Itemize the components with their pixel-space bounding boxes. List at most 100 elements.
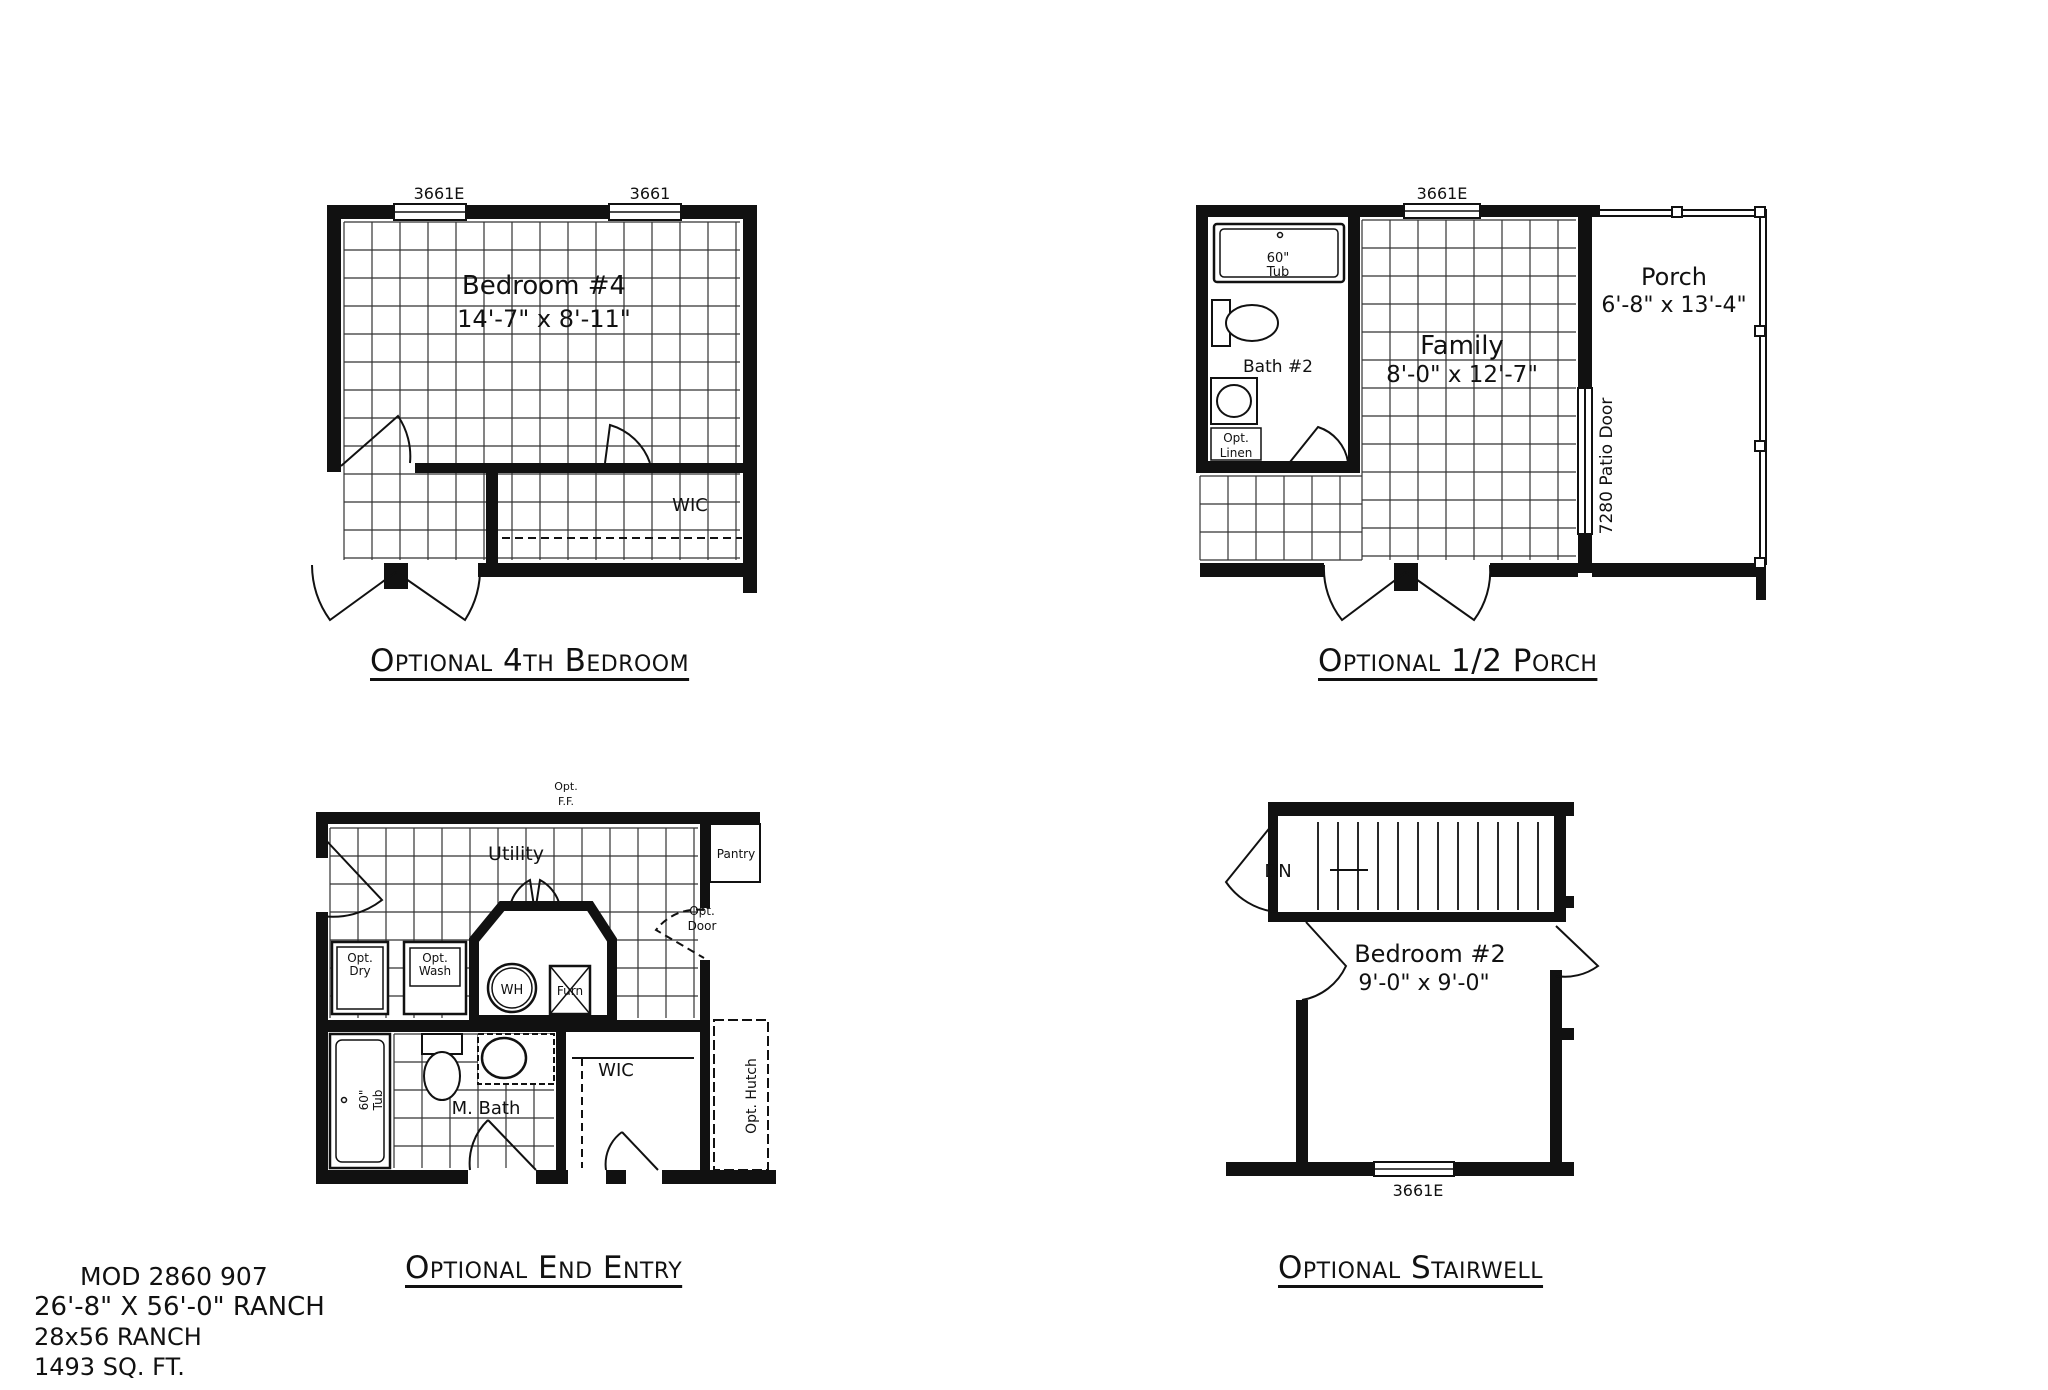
- wall: [1592, 563, 1764, 577]
- wall: [700, 960, 710, 1170]
- caption-optional-half-porch: Optional 1/2 Porch: [1318, 643, 1598, 679]
- caption-optional-end-entry: Optional End Entry: [405, 1250, 683, 1286]
- wall: [415, 463, 745, 473]
- room-name: M. Bath: [452, 1098, 521, 1119]
- door-swing: [1289, 425, 1349, 463]
- model-type: 28x56 RANCH: [34, 1323, 202, 1351]
- model-dimensions: 26'-8" X 56'-0" RANCH: [34, 1292, 325, 1322]
- ff-label: F.F.: [558, 795, 574, 808]
- tile-grid: [343, 221, 740, 560]
- washer-label: Wash: [419, 964, 451, 978]
- closet-label: WIC: [598, 1060, 634, 1081]
- wall: [478, 563, 757, 577]
- window-label: 3661E: [414, 184, 465, 203]
- wall: [316, 812, 328, 858]
- wall: [327, 205, 341, 467]
- wall: [1268, 802, 1278, 920]
- wall: [1296, 1000, 1308, 1170]
- washer: [402, 940, 468, 1016]
- wall: [1196, 205, 1208, 473]
- wall: [700, 812, 710, 908]
- door-swing: [1405, 564, 1492, 622]
- wall: [316, 812, 760, 824]
- door-swing: [1555, 925, 1600, 978]
- room-name: Family: [1420, 331, 1504, 361]
- wall: [1562, 1028, 1574, 1040]
- wall: [1554, 802, 1566, 922]
- water-heater-label: WH: [501, 983, 524, 998]
- tub-label: Tub: [371, 1090, 385, 1112]
- door-opt: Opt.: [689, 904, 715, 918]
- door-swing: [1301, 921, 1348, 1001]
- plan-optional-stairwell: DN Bedroom #2 9'-0" x 9'-0" 3661E: [1224, 802, 1600, 1200]
- tub-label: Tub: [1266, 265, 1289, 280]
- tub: [328, 1032, 392, 1170]
- room-dimensions: 14'-7" x 8'-11": [457, 305, 631, 333]
- door-swing: [321, 835, 384, 918]
- room-name: Porch: [1641, 263, 1707, 291]
- hutch: [713, 1019, 769, 1171]
- door-swing: [311, 564, 397, 622]
- wall: [1196, 205, 1600, 217]
- plan-optional-end-entry: Opt. F.F. Utility Pantry Opt. Door Opt. …: [316, 780, 776, 1184]
- model-number: MOD 2860 907: [80, 1262, 268, 1291]
- model-info: MOD 2860 907 26'-8" X 56'-0" RANCH 28x56…: [34, 1262, 325, 1382]
- bath-label: Bath #2: [1243, 357, 1313, 377]
- tub-size: 60": [357, 1090, 371, 1111]
- door-label: Door: [688, 919, 717, 933]
- caption-optional-4th-bedroom: Optional 4th Bedroom: [370, 643, 690, 679]
- water-heater: [486, 962, 538, 1014]
- washer-opt: Opt.: [422, 951, 448, 965]
- window-label: 3661: [630, 184, 671, 203]
- wall: [384, 563, 408, 589]
- wall: [327, 462, 341, 472]
- wall: [486, 463, 498, 575]
- wall: [316, 1170, 468, 1184]
- room-dimensions: 6'-8" x 13'-4": [1601, 293, 1746, 318]
- pantry-label: Pantry: [717, 847, 755, 861]
- wall: [1756, 558, 1766, 600]
- dryer-opt: Opt.: [347, 951, 373, 965]
- closet-label: WIC: [672, 495, 708, 516]
- wall: [1226, 1162, 1374, 1176]
- door-swing: [468, 1119, 537, 1171]
- wall: [1196, 461, 1354, 473]
- hutch-label: Opt. Hutch: [744, 1058, 760, 1134]
- pantry: [709, 823, 761, 883]
- window-label: 3661E: [1393, 1181, 1444, 1200]
- caption-optional-stairwell: Optional Stairwell: [1278, 1250, 1544, 1286]
- wall: [1454, 1162, 1574, 1176]
- linen-closet: [1210, 427, 1262, 461]
- furnace-label: Furn: [557, 984, 583, 998]
- door-swing: [604, 1131, 659, 1171]
- plan-optional-4th-bedroom: 3661E 3661 Bedroom #4 14'-7" x 8'-11" WI…: [311, 184, 757, 622]
- room-dimensions: 9'-0" x 9'-0": [1358, 971, 1489, 996]
- plan-optional-half-porch: 3661E 60" Tub Bath #2 Opt. Linen Family …: [1196, 184, 1767, 622]
- wall: [1562, 896, 1574, 908]
- wall: [1490, 563, 1578, 577]
- room-name: Bedroom #4: [462, 271, 626, 301]
- dryer: [330, 940, 390, 1016]
- wall: [1268, 912, 1566, 922]
- patio-door-label: 7280 Patio Door: [1597, 398, 1617, 535]
- door-swing: [395, 564, 482, 622]
- wall: [316, 912, 328, 1184]
- tub-size: 60": [1267, 251, 1290, 266]
- wall: [1200, 563, 1324, 577]
- dryer-label: Dry: [349, 964, 370, 978]
- door-swing: [604, 423, 651, 464]
- wall: [662, 1170, 776, 1184]
- ff-opt: Opt.: [554, 780, 577, 793]
- room-dimensions: 8'-0" x 12'-7": [1386, 362, 1538, 388]
- tile-grid: [1199, 219, 1576, 561]
- stair-treads: [1317, 822, 1539, 910]
- linen-opt: Opt.: [1223, 431, 1249, 445]
- door-swing: [1322, 564, 1407, 622]
- stair-direction: DN: [1264, 861, 1291, 882]
- room-name: Utility: [488, 843, 544, 865]
- wall: [606, 1170, 626, 1184]
- wall: [743, 205, 757, 593]
- wall: [1348, 205, 1360, 473]
- wall: [1268, 802, 1574, 816]
